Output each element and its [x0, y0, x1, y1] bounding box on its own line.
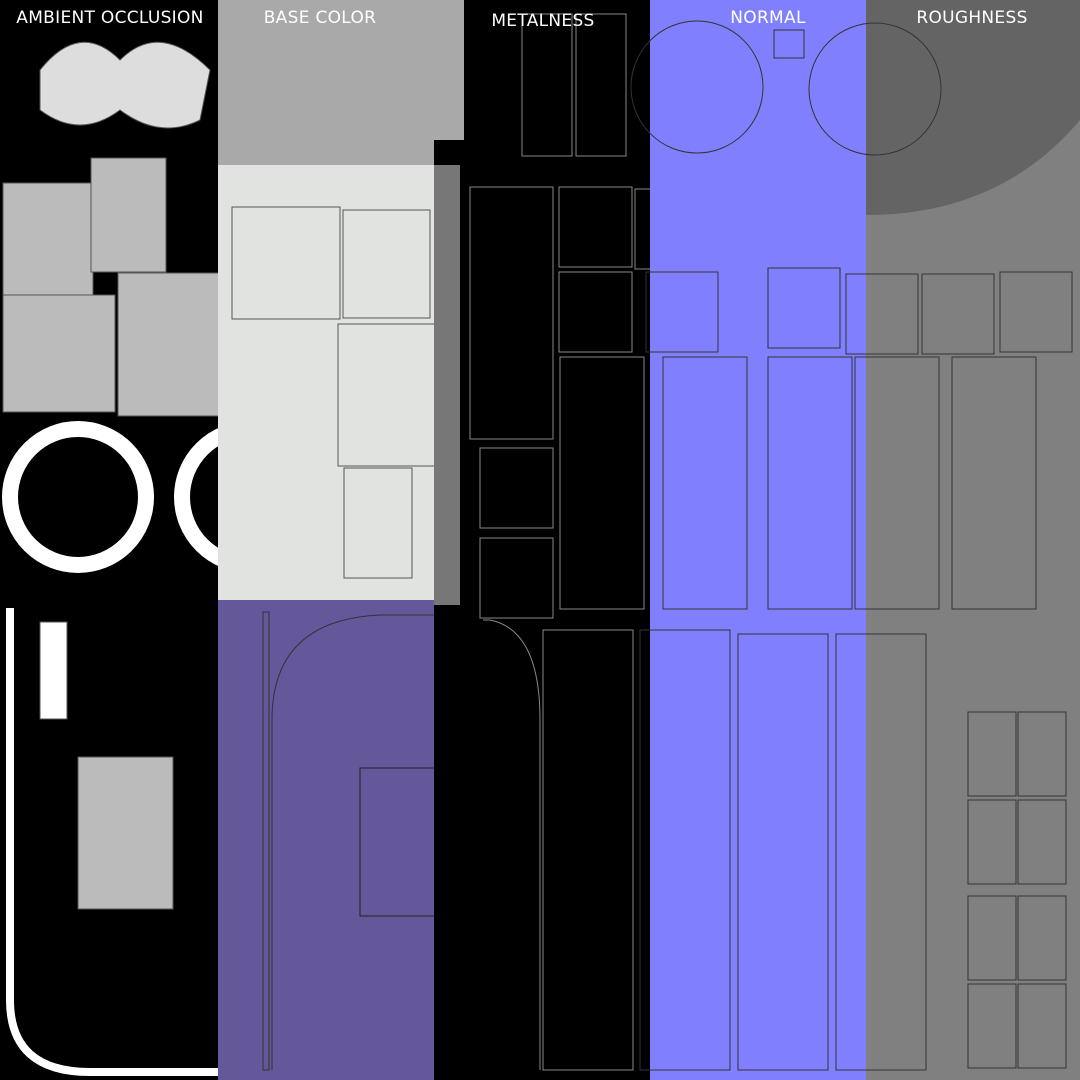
ao-strip — [6, 608, 218, 1076]
label-roughness: ROUGHNESS — [916, 8, 1028, 28]
label-metalness: METALNESS — [491, 11, 595, 31]
metalness-uv-outlines — [469, 13, 709, 1071]
base-color-bottom — [218, 600, 434, 1080]
ao-uv-islands — [2, 41, 229, 910]
metalness-panel — [434, 140, 650, 1080]
normal-panel — [650, 0, 866, 1080]
label-normal: NORMAL — [730, 8, 806, 28]
label-ambient-occlusion: AMBIENT OCCLUSION — [16, 8, 204, 28]
base-color-mid — [218, 165, 434, 600]
roughness-dark-region — [866, 0, 1080, 215]
normal-uv-outlines — [630, 20, 853, 1071]
roughness-uv-outlines — [808, 22, 1073, 1071]
base-color-top — [218, 0, 434, 165]
label-base-color: BASE COLOR — [263, 8, 377, 28]
